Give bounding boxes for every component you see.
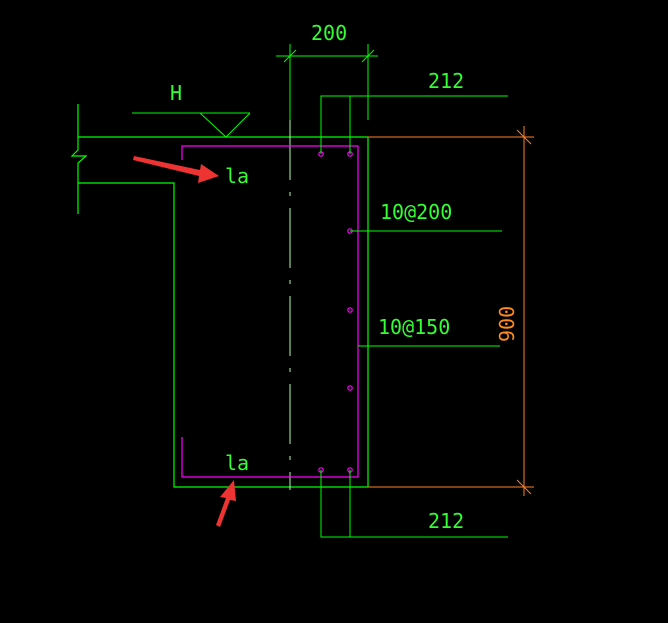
stirrup-lower-label: 10@150 bbox=[378, 315, 450, 339]
slab-bottom-edge bbox=[78, 182, 368, 488]
level-mark-triangle bbox=[199, 112, 251, 138]
top-rebar-label: 212 bbox=[428, 69, 464, 93]
level-mark-label: H bbox=[170, 81, 182, 105]
rebar-cage bbox=[181, 145, 359, 478]
dim-900-tick-top bbox=[516, 129, 532, 145]
rebar-loop bbox=[181, 145, 359, 478]
red-arrow-top bbox=[133, 156, 219, 183]
rebar-dot bbox=[347, 385, 353, 391]
dim-900-tick-bottom bbox=[516, 479, 532, 495]
leader-lines bbox=[132, 44, 508, 538]
height-dimension bbox=[368, 126, 534, 496]
red-arrow-bottom bbox=[216, 480, 236, 527]
concrete-outline bbox=[70, 104, 369, 488]
text-labels: 200 H 212 la 10@200 10@150 la 212 900 bbox=[170, 21, 519, 533]
anchor-bottom-label: la bbox=[225, 451, 249, 475]
bottom-rebar-label: 212 bbox=[428, 509, 464, 533]
annotation-arrows bbox=[133, 156, 236, 527]
dim-200-label: 200 bbox=[311, 21, 347, 45]
rebar-dot bbox=[347, 307, 353, 313]
anchor-top-label: la bbox=[225, 164, 249, 188]
stirrup-upper-label: 10@200 bbox=[380, 200, 452, 224]
dim-200-tick-left bbox=[283, 49, 297, 63]
dim-200-tick-right bbox=[361, 49, 375, 63]
dim-900-label: 900 bbox=[495, 306, 519, 342]
break-line bbox=[70, 104, 88, 214]
bottom-rebar-leader bbox=[320, 470, 508, 538]
top-rebar-leader bbox=[320, 95, 508, 154]
